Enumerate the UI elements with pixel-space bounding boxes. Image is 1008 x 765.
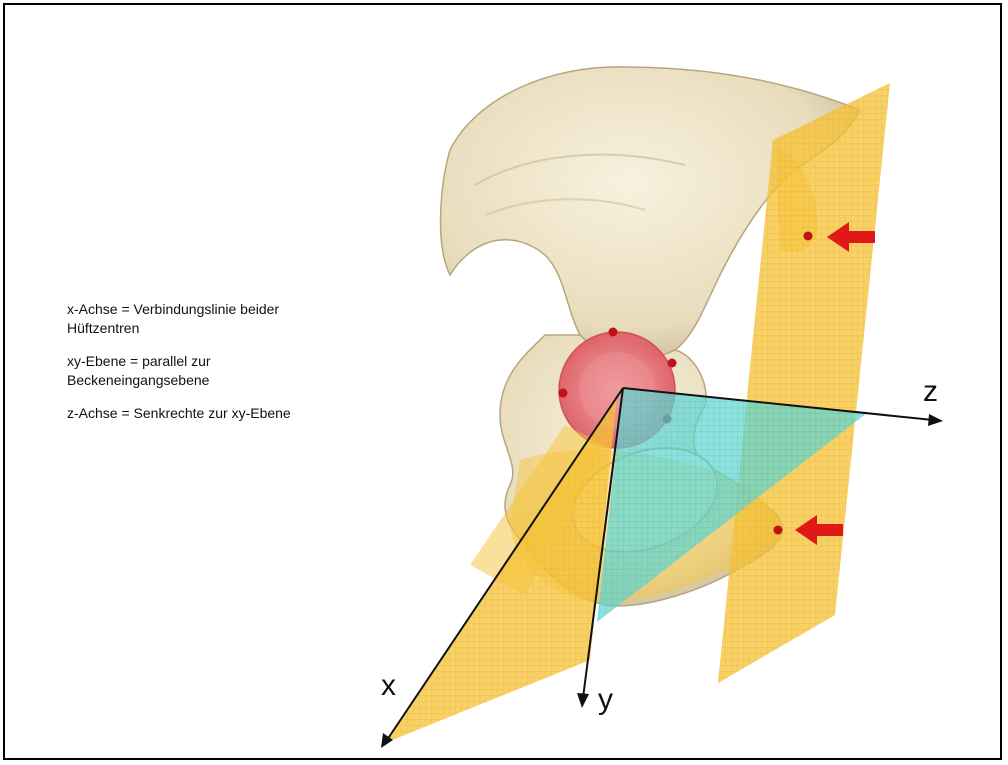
legend-x-axis-line1: x-Achse = Verbindungslinie beider — [67, 300, 387, 319]
legend: x-Achse = Verbindungslinie beider Hüftze… — [67, 300, 387, 437]
legend-x-axis-line2: Hüftzentren — [67, 319, 387, 338]
z-axis-label: z — [923, 375, 938, 408]
x-axis-label: x — [381, 669, 396, 702]
legend-xy-plane: xy-Ebene = parallel zur Beckeneingangseb… — [67, 352, 387, 390]
landmark-point — [668, 359, 677, 368]
legend-x-axis: x-Achse = Verbindungslinie beider Hüftze… — [67, 300, 387, 338]
figure-frame: z y x x-Achse = Verbindungslinie beider … — [3, 3, 1002, 760]
legend-xy-plane-line1: xy-Ebene = parallel zur — [67, 352, 387, 371]
landmark-point — [804, 232, 813, 241]
legend-xy-plane-line2: Beckeneingangsebene — [67, 371, 387, 390]
landmark-point — [774, 526, 783, 535]
y-axis-label: y — [598, 683, 613, 716]
landmark-point — [609, 328, 618, 337]
legend-z-axis: z-Achse = Senkrechte zur xy-Ebene — [67, 404, 387, 423]
legend-z-axis-line: z-Achse = Senkrechte zur xy-Ebene — [67, 404, 387, 423]
landmark-point — [559, 389, 568, 398]
